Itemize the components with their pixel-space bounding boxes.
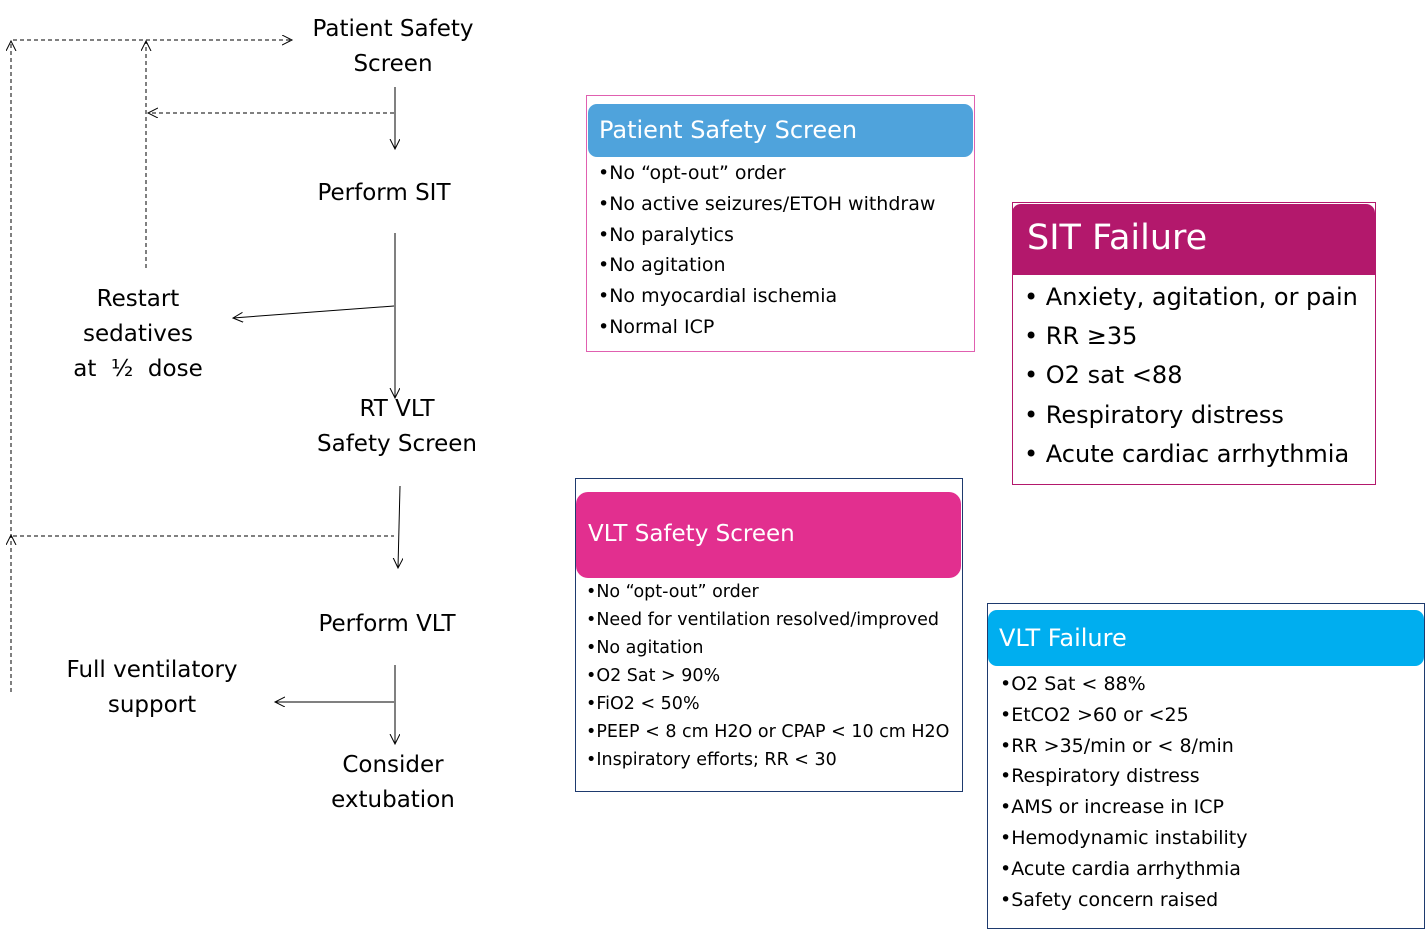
list-item: •Normal ICP — [598, 315, 715, 338]
patient-safety-screen-title: Patient Safety Screen — [588, 104, 973, 157]
list-item: •No agitation — [598, 254, 726, 277]
patient-safety-criteria-list: •No “opt-out” order •No active seizures/… — [598, 158, 935, 343]
list-item: • Respiratory distress — [1024, 400, 1284, 429]
vlt-safety-criteria-list: •No “opt-out” order •Need for ventilatio… — [586, 578, 949, 774]
list-item: •Respiratory distress — [1000, 765, 1200, 788]
node-perform-sit: Perform SIT — [317, 180, 451, 206]
node-perform-vlt: Perform VLT — [318, 611, 456, 637]
list-item: • Acute cardiac arrhythmia — [1024, 439, 1350, 468]
list-item: •No paralytics — [598, 223, 734, 246]
vlt-safety-screen-title: VLT Safety Screen — [576, 492, 961, 578]
list-item: •AMS or increase in ICP — [1000, 796, 1224, 819]
list-item: •EtCO2 >60 or <25 — [1000, 703, 1189, 726]
node-restart-sedatives: Restart sedatives at ½ dose — [73, 286, 203, 382]
arrow-sit-to-restart — [233, 305, 395, 318]
list-item: • RR ≥35 — [1024, 322, 1138, 351]
sit-failure-title: SIT Failure — [1012, 204, 1375, 275]
list-item: •No active seizures/ETOH withdraw — [598, 192, 936, 215]
list-item: •No “opt-out” order — [586, 582, 759, 602]
sit-failure-criteria-list: • Anxiety, agitation, or pain • RR ≥35 •… — [1024, 278, 1358, 474]
arrow-rt-vlt-to-vlt — [398, 485, 400, 568]
node-full-ventilatory-support: Full ventilatory support — [66, 657, 238, 718]
node-rt-vlt-safety-screen: RT VLT Safety Screen — [317, 396, 477, 457]
list-item: •Hemodynamic instability — [1000, 826, 1248, 849]
list-item: • O2 sat <88 — [1024, 361, 1183, 390]
node-consider-extubation: Consider extubation — [331, 752, 455, 813]
list-item: •No “opt-out” order — [598, 162, 786, 184]
list-item: •Acute cardia arrhythmia — [1000, 857, 1241, 880]
list-item: •PEEP < 8 cm H2O or CPAP < 10 cm H2O — [586, 722, 950, 742]
vlt-failure-criteria-list: •O2 Sat < 88% •EtCO2 >60 or <25 •RR >35/… — [1000, 669, 1247, 915]
list-item: •RR >35/min or < 8/min — [1000, 734, 1234, 757]
list-item: •No myocardial ischemia — [598, 285, 838, 308]
list-item: •O2 Sat < 88% — [1000, 673, 1146, 695]
list-item: •Safety concern raised — [1000, 888, 1219, 911]
list-item: •FiO2 < 50% — [586, 694, 700, 714]
list-item: •Need for ventilation resolved/improved — [586, 610, 940, 630]
node-patient-safety-screen: Patient Safety Screen — [312, 16, 474, 77]
list-item: • Anxiety, agitation, or pain — [1024, 283, 1358, 311]
vlt-failure-title: VLT Failure — [988, 610, 1424, 666]
list-item: •O2 Sat > 90% — [586, 666, 721, 686]
list-item: •Inspiratory efforts; RR < 30 — [586, 750, 837, 770]
list-item: •No agitation — [586, 638, 704, 658]
